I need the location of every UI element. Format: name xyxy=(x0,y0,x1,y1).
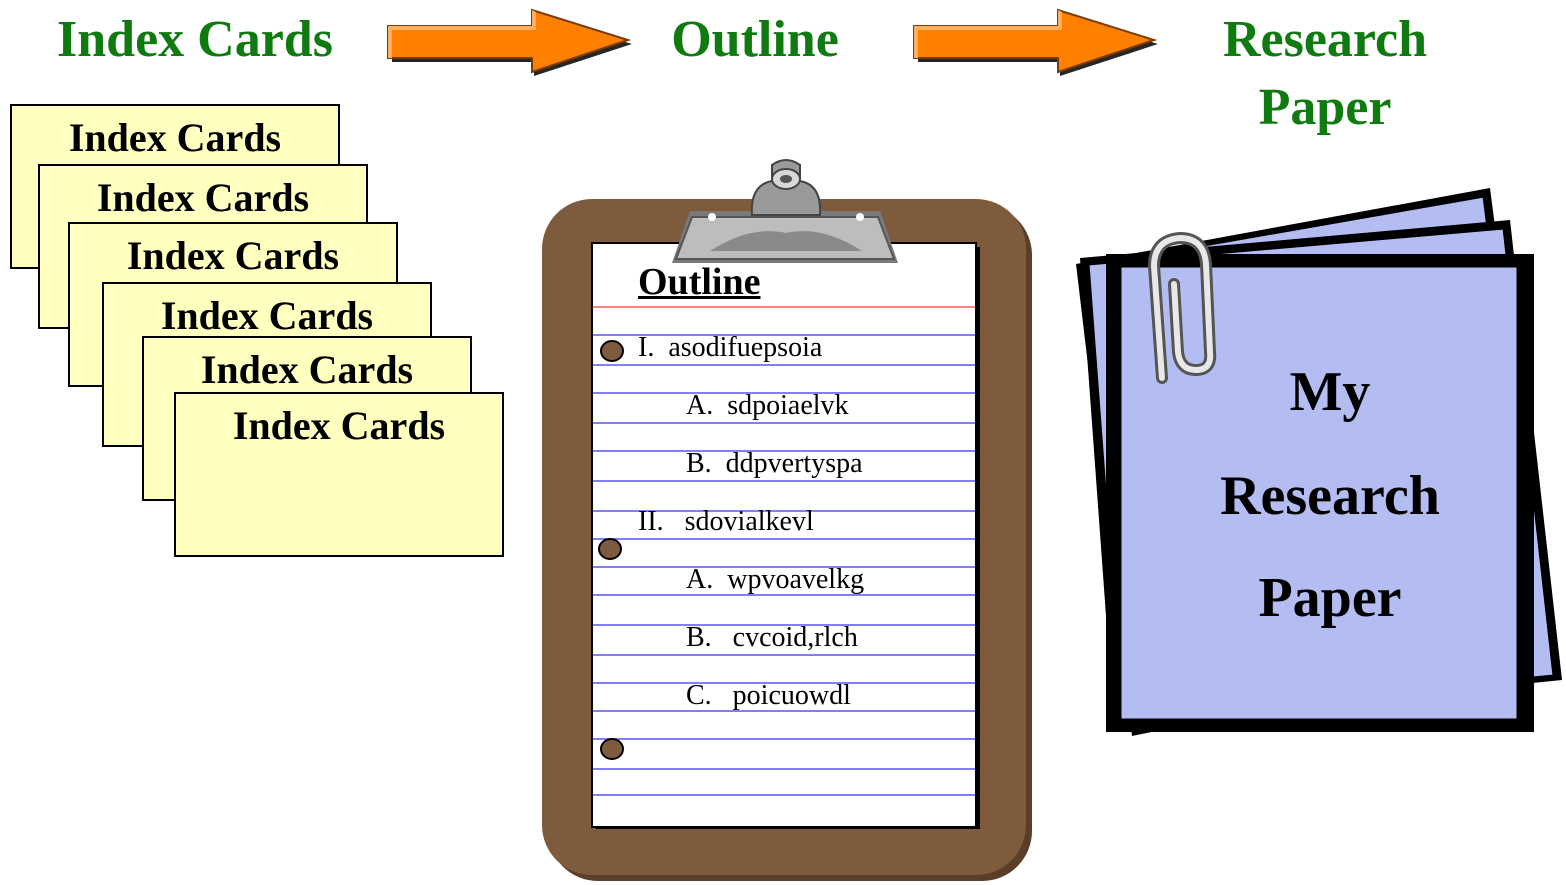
clipboard xyxy=(542,159,1032,881)
paper-title-research: Research xyxy=(1220,465,1440,527)
ruled-lines xyxy=(593,334,975,796)
index-card-label: Index Cards xyxy=(96,175,310,220)
binder-hole xyxy=(598,538,622,560)
binder-hole xyxy=(600,738,624,760)
index-card-label: Index Cards xyxy=(200,347,414,392)
step-title-paper: Paper xyxy=(1258,79,1392,136)
right-arrow-icon xyxy=(913,8,1158,76)
index-card-label: Index Cards xyxy=(126,233,340,278)
outline-item: I. asodifuepsoia xyxy=(638,332,823,363)
outline-item: A. sdpoiaelvk xyxy=(686,390,849,421)
paper-title-paper: Paper xyxy=(1258,567,1402,629)
outline-item: B. cvcoid,rlch xyxy=(686,622,858,653)
step-title-index-cards: Index Cards xyxy=(57,11,333,68)
index-card-label: Index Cards xyxy=(68,115,282,160)
index-card-label: Index Cards xyxy=(160,293,374,338)
paper-title-my: My xyxy=(1289,361,1371,423)
outline-item: A. wpvoavelkg xyxy=(686,564,865,595)
outline-item: II. sdovialkevl xyxy=(638,506,814,537)
outline-heading: Outline xyxy=(638,261,761,303)
binder-clip-icon xyxy=(672,159,898,263)
outline-item: B. ddpvertyspa xyxy=(686,448,863,479)
step-title-outline: Outline xyxy=(671,11,839,68)
paperclip-icon xyxy=(1147,231,1217,384)
index-card-label: Index Cards xyxy=(232,403,446,448)
outline-item: C. poicuowdl xyxy=(686,680,851,711)
binder-hole xyxy=(600,340,624,362)
research-paper-stack xyxy=(1076,188,1562,736)
step-title-research: Research xyxy=(1222,11,1428,68)
index-card: Index Cards xyxy=(174,392,504,557)
right-arrow-icon xyxy=(387,8,632,76)
